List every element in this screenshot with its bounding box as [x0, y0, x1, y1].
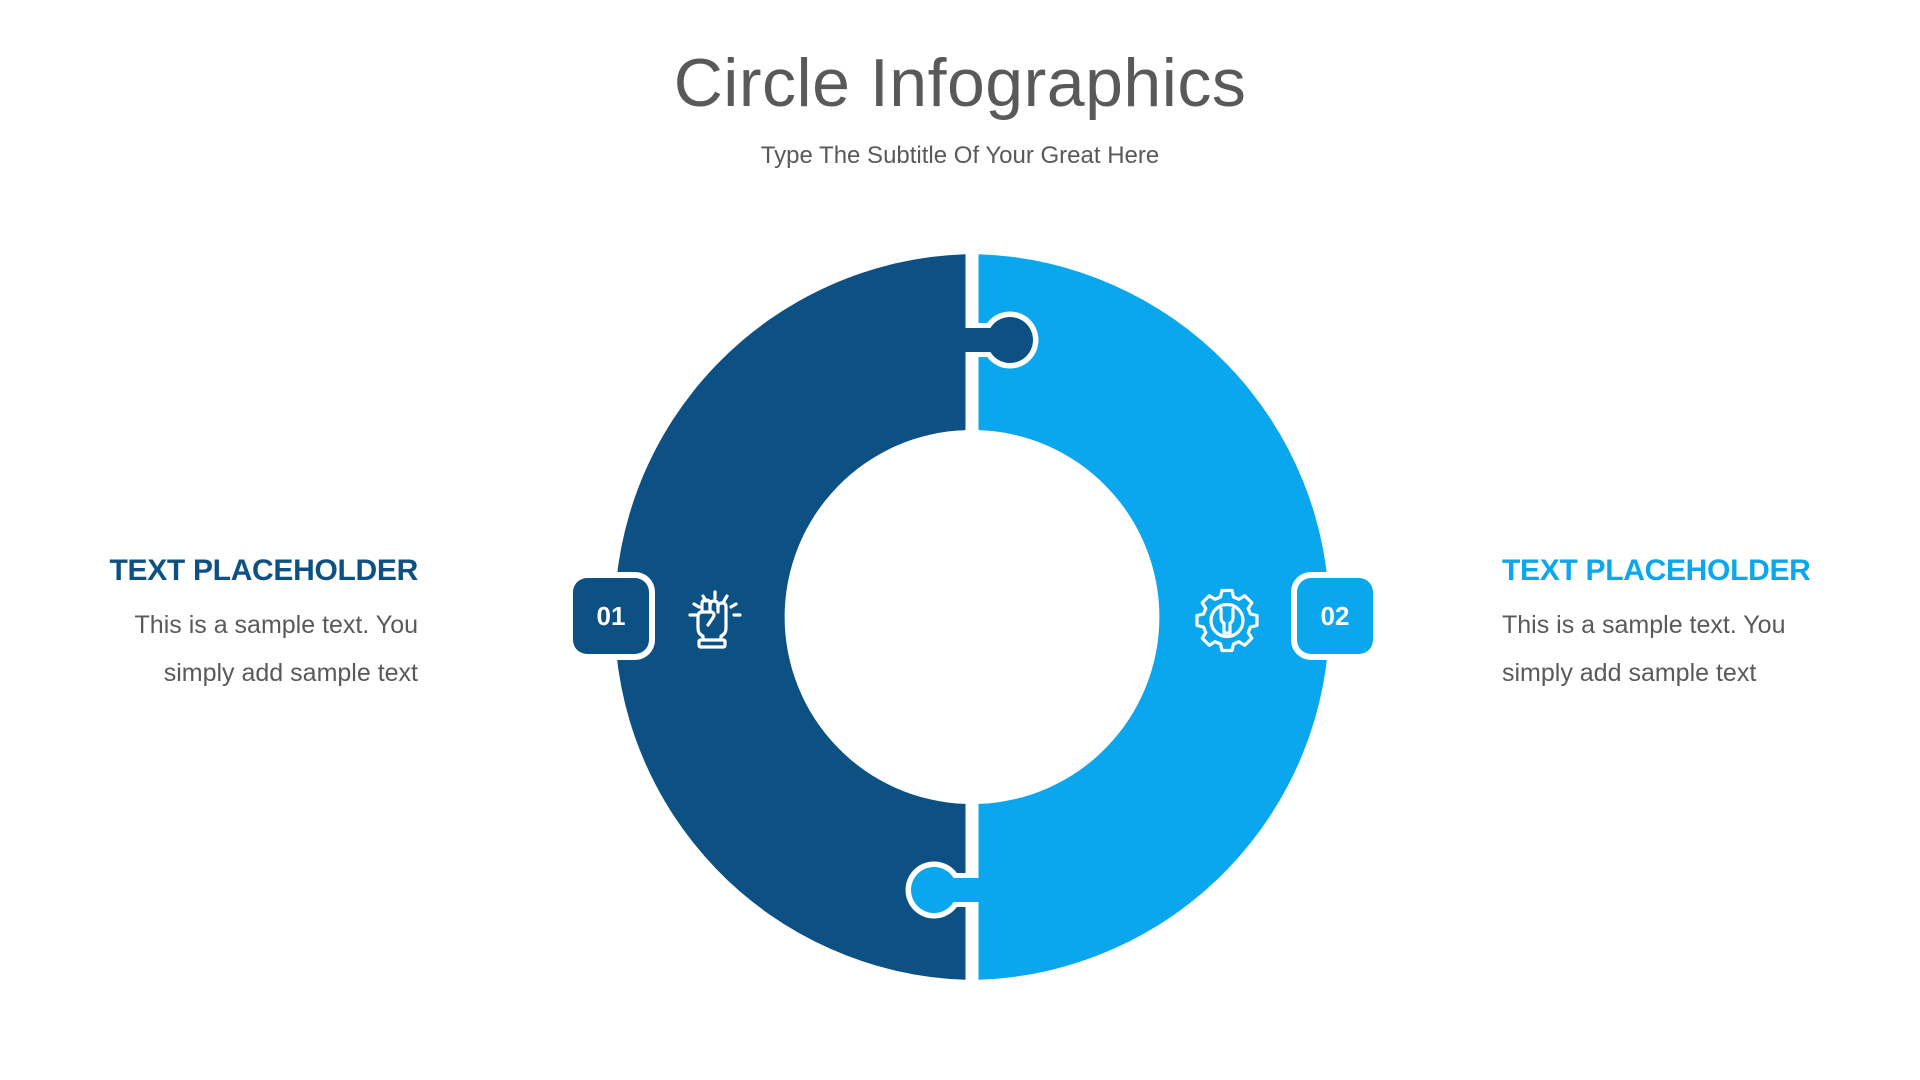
step-body-line-2: simply add sample text	[1502, 659, 1757, 687]
step-body-line-1: This is a sample text. You	[1502, 611, 1786, 639]
top-puzzle-knob	[960, 311, 1039, 369]
step-body: This is a sample text. You simply add sa…	[1502, 601, 1842, 697]
bottom-puzzle-knob	[905, 861, 984, 919]
step-body-line-2: simply add sample text	[163, 659, 418, 687]
page-subtitle: Type The Subtitle Of Your Great Here	[760, 142, 1160, 169]
step-body-line-1: This is a sample text. You	[134, 611, 418, 639]
step-body: This is a sample text. You simply add sa…	[78, 601, 418, 697]
step-text-block-02: TEXT PLACEHOLDER This is a sample text. …	[1502, 551, 1842, 697]
step-number-badge-01: 01	[573, 578, 649, 654]
step-heading: TEXT PLACEHOLDER	[109, 554, 418, 587]
step-text-block-01: TEXT PLACEHOLDER This is a sample text. …	[78, 551, 418, 697]
ring-segment-02	[978, 254, 1330, 980]
step-number: 01	[596, 600, 626, 631]
page-title: Circle Infographics	[673, 45, 1247, 121]
step-number: 02	[1320, 600, 1350, 631]
ring-segment-01	[614, 254, 966, 980]
step-heading: TEXT PLACEHOLDER	[1502, 554, 1811, 587]
step-number-badge-02: 02	[1297, 578, 1373, 654]
gear-wrench-icon	[1195, 588, 1259, 653]
fist-idea-icon	[688, 590, 742, 649]
